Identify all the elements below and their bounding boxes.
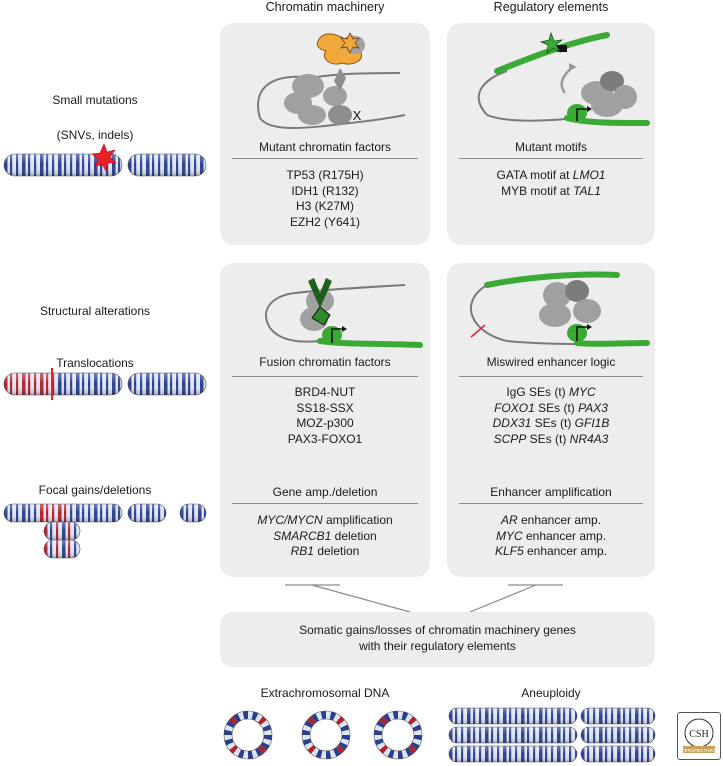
list-item: BRD4-NUT: [294, 385, 356, 399]
column-title-regulatory-elements: Regulatory elements: [493, 0, 609, 14]
panel-title-fusion-chromatin-factors: Fusion chromatin factors: [259, 355, 391, 369]
panel-mutant-motifs: Mutant motifs GATA motif at LMO1 MYB mot…: [447, 23, 655, 245]
chromosome: [448, 707, 578, 725]
column-title-chromatin-machinery: Chromatin machinery: [265, 0, 385, 14]
label-extrachromosomal-dna: Extrachromosomal DNA: [260, 686, 390, 700]
chromosome: [580, 707, 656, 725]
panel-title-mutant-motifs: Mutant motifs: [514, 140, 588, 154]
panel-title-mutant-chromatin-factors: Mutant chromatin factors: [258, 140, 392, 154]
chromosome: [127, 503, 167, 523]
mutation-star-icon: [91, 143, 117, 172]
list-item: MYC/MYCN amplification: [257, 513, 393, 527]
row-label-snvs-indels: (SNVs, indels): [56, 128, 134, 142]
list-item: KLF5 enhancer amp.: [494, 544, 608, 558]
panel-title-enhancer-amplification: Enhancer amplification: [490, 485, 612, 499]
row-label-translocations: Translocations: [56, 356, 134, 370]
divider: [459, 503, 643, 504]
chromosome-focal-gain-icon: [3, 503, 207, 559]
chromosome: [448, 745, 578, 763]
list-item: GATA motif at LMO1: [496, 168, 606, 182]
logo-text: CSH: [689, 729, 708, 740]
list-item: RB1 deletion: [290, 544, 360, 558]
summary-line-2: with their regulatory elements: [359, 639, 516, 653]
chromosome: [179, 503, 207, 523]
list-item: TP53 (R175H): [286, 168, 364, 182]
regulatory-element-diagram: [477, 31, 650, 126]
panel-title-gene-amp-deletion: Gene amp./deletion: [272, 485, 378, 499]
chromosome: [448, 726, 578, 744]
row-label-structural-alterations: Structural alterations: [39, 304, 151, 318]
logo-subtext: PERSPECTIVES: [682, 748, 717, 753]
panel-mutant-chromatin-factors: X Mutant chromatin factors TP53 (R175H) …: [220, 23, 430, 245]
list-item: SCPP SEs (t) NR4A3: [493, 431, 609, 446]
row-label-small-mutations: Small mutations: [52, 93, 138, 107]
aneuploidy-chromosomes: [448, 707, 656, 763]
chromosome: [580, 745, 656, 763]
ecdna-rings: [223, 710, 423, 760]
list-item: AR enhancer amp.: [500, 513, 602, 527]
summary-box: Somatic gains/losses of chromatin machin…: [220, 612, 655, 667]
list-item: IDH1 (R132): [291, 183, 359, 198]
summary-line-1: Somatic gains/losses of chromatin machin…: [299, 623, 576, 637]
list-item: SMARCB1 deletion: [273, 528, 377, 543]
divider: [459, 376, 643, 377]
divider: [459, 158, 643, 159]
panel-miswired-enhancer-logic: Miswired enhancer logic IgG SEs (t) MYC …: [447, 263, 655, 577]
panel-title-miswired-enhancer-logic: Miswired enhancer logic: [486, 355, 616, 369]
divider: [232, 503, 418, 504]
miswired-enhancer-diagram: [469, 271, 650, 347]
ecdna-ring: [373, 710, 423, 760]
chromatin-factor-diagram: X: [257, 32, 406, 129]
chromosome-snv-icon: [3, 143, 207, 177]
list-item: EZH2 (Y641): [289, 214, 361, 229]
label-aneuploidy: Aneuploidy: [521, 686, 581, 700]
panel-fusion-chromatin-factors: Fusion chromatin factors BRD4-NUT SS18-S…: [220, 263, 430, 577]
list-item: SS18-SSX: [296, 400, 354, 415]
chromosome-translocation-icon: [3, 368, 207, 400]
chromosome: [580, 726, 656, 744]
list-item: MYB motif at TAL1: [501, 183, 601, 198]
row-label-focal-gains-deletions: Focal gains/deletions: [38, 483, 152, 497]
chromosome: [43, 539, 81, 559]
fusion-factor-diagram: [265, 278, 423, 348]
chromosome: [127, 153, 207, 177]
divider: [232, 376, 418, 377]
csh-perspectives-logo: CSH PERSPECTIVES: [677, 712, 721, 760]
ecdna-ring: [301, 710, 351, 760]
chromosome: [43, 521, 81, 541]
chromosome: [127, 372, 207, 396]
list-item: DDX31 SEs (t) GFI1B: [492, 416, 610, 430]
chromosome: [3, 372, 123, 396]
divider: [232, 158, 418, 159]
list-item: MOZ-p300: [296, 416, 354, 430]
list-item: FOXO1 SEs (t) PAX3: [494, 400, 608, 415]
list-item: PAX3-FOXO1: [287, 431, 363, 446]
list-item: H3 (K27M): [295, 199, 354, 213]
list-item: IgG SEs (t) MYC: [506, 385, 596, 399]
list-item: MYC enhancer amp.: [495, 528, 607, 543]
mutation-x-mark: X: [353, 108, 362, 123]
chromosome: [3, 503, 123, 523]
ecdna-ring: [223, 710, 273, 760]
connector-lines: [285, 584, 563, 613]
